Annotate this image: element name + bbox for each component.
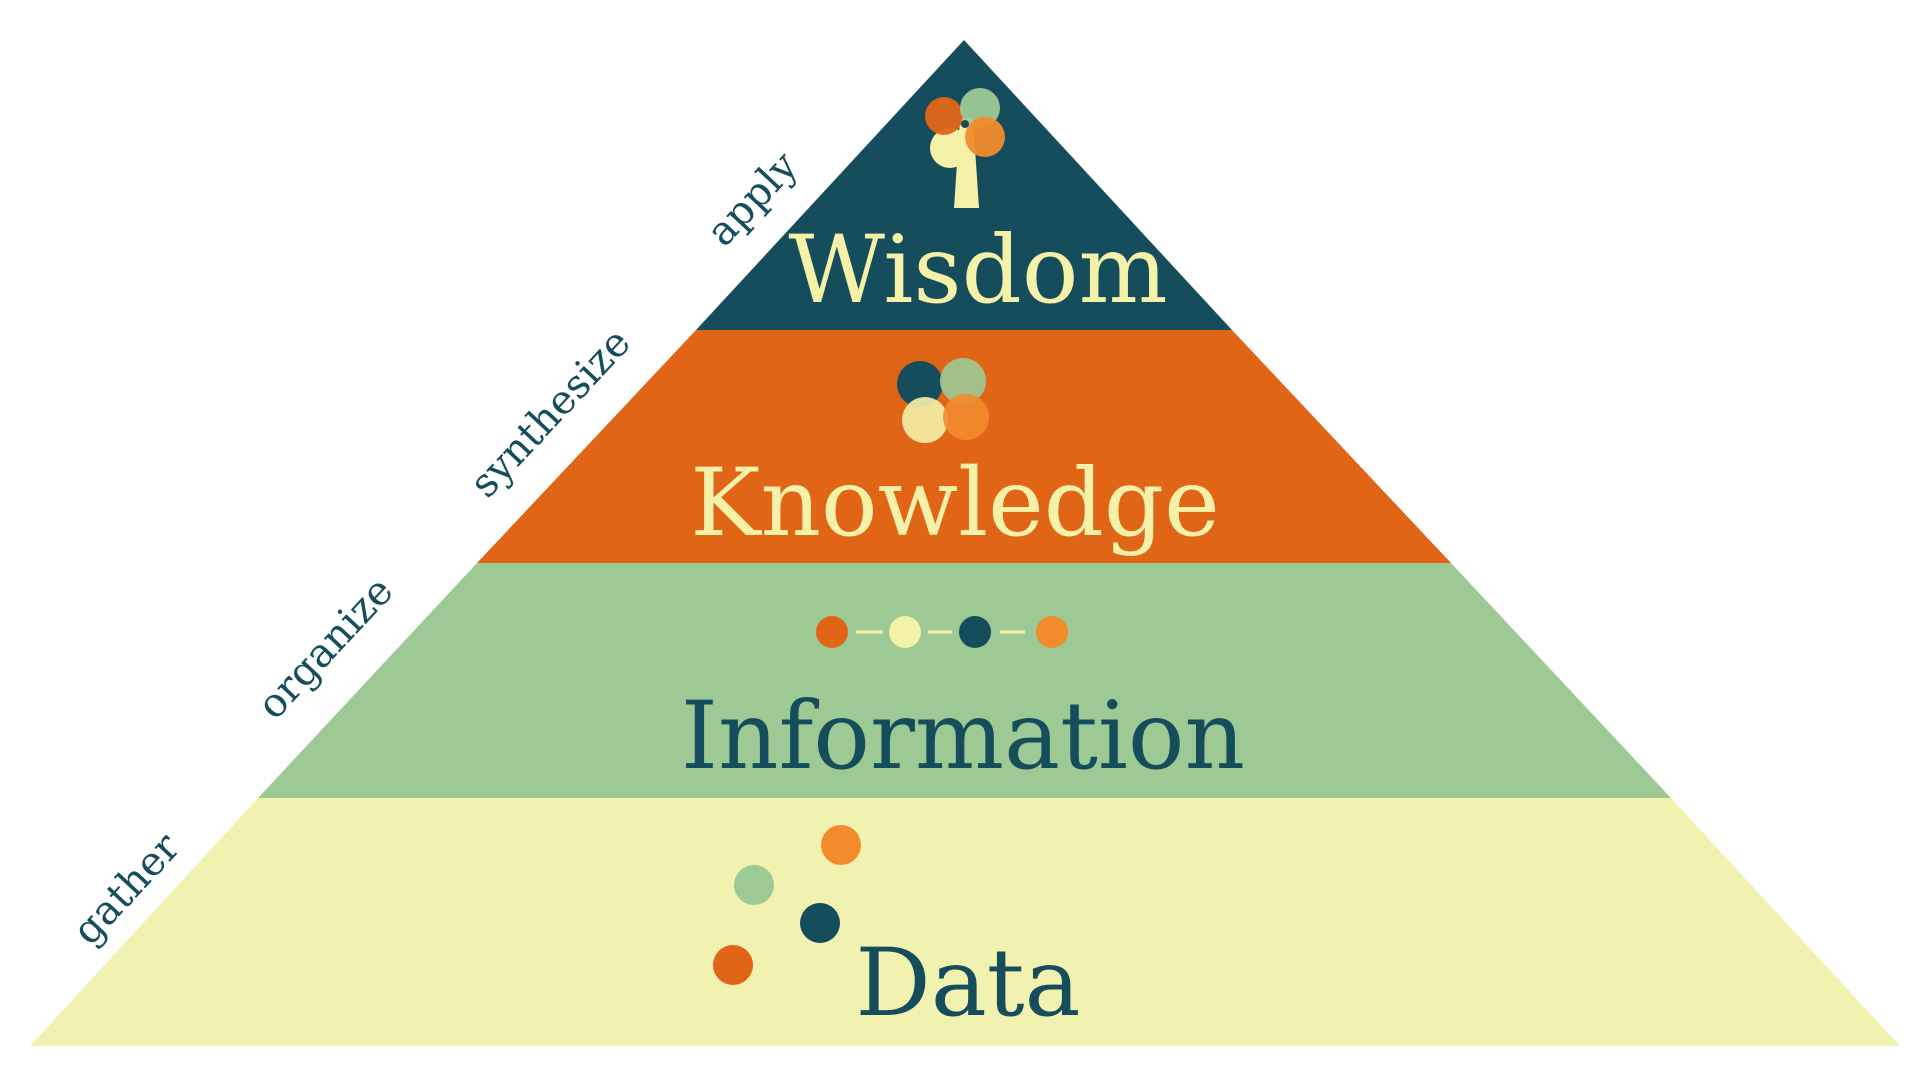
scattered-dots-icon — [713, 825, 861, 985]
tree-icon — [925, 88, 1005, 208]
knowledge-tier — [477, 330, 1451, 563]
wisdom-label: Wisdom — [788, 216, 1167, 325]
information-label: Information — [681, 682, 1245, 791]
data-tier — [30, 798, 1900, 1046]
connected-dots-icon — [816, 616, 1068, 648]
data-label: Data — [855, 929, 1080, 1038]
knowledge-label: Knowledge — [690, 449, 1219, 558]
information-tier — [258, 563, 1671, 798]
overlapping-circles-icon — [897, 358, 989, 443]
